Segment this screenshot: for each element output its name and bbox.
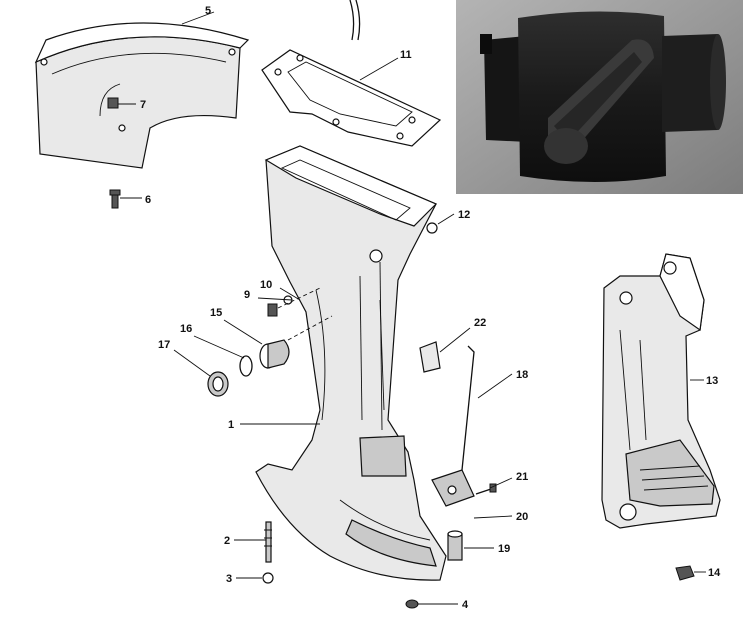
part-7-nut xyxy=(107,97,119,109)
callout-14: 14 xyxy=(708,567,721,579)
part-11-gasket xyxy=(261,49,442,147)
callout-7: 7 xyxy=(140,99,146,111)
callout-12: 12 xyxy=(458,209,470,221)
part-18-shift-rod xyxy=(461,345,475,471)
part-14-block xyxy=(675,565,695,581)
callout-5: 5 xyxy=(205,5,211,17)
part-3-nut xyxy=(262,572,274,584)
callout-2: 2 xyxy=(224,535,230,547)
part-19-coupler xyxy=(447,530,463,561)
leader-lines xyxy=(118,11,706,605)
part-13-alt-housing xyxy=(601,253,721,529)
callout-16: 16 xyxy=(180,323,192,335)
callout-1: 1 xyxy=(228,419,234,431)
part-16-snap-ring xyxy=(239,355,253,377)
callout-11: 11 xyxy=(400,49,412,61)
bushing-photo-drawing xyxy=(456,0,743,194)
callout-22: 22 xyxy=(474,317,486,329)
part-6-screw xyxy=(109,189,121,209)
callout-15: 15 xyxy=(210,307,222,319)
bushing-photo xyxy=(456,0,743,194)
callout-3: 3 xyxy=(226,573,232,585)
callout-10: 10 xyxy=(260,279,272,291)
part-20-bracket xyxy=(431,469,475,507)
part-4-nut xyxy=(405,599,419,609)
callout-9: 9 xyxy=(244,289,250,301)
callout-6: 6 xyxy=(145,194,151,206)
part-17-seal xyxy=(207,371,229,397)
callout-4: 4 xyxy=(462,599,469,611)
part-1-driveshaft-housing xyxy=(255,145,447,581)
part-5-lower-cowl xyxy=(34,22,250,169)
callout-20: 20 xyxy=(516,511,528,523)
callout-13: 13 xyxy=(706,375,718,387)
callout-labels: 5 7 6 11 12 10 9 15 16 17 1 22 18 21 20 … xyxy=(140,5,721,611)
part-21-screw xyxy=(475,483,497,495)
callout-21: 21 xyxy=(516,471,528,483)
part-22-clip xyxy=(419,341,441,373)
callout-17: 17 xyxy=(158,339,170,351)
callout-18: 18 xyxy=(516,369,528,381)
part-12-nut xyxy=(426,222,438,234)
callout-19: 19 xyxy=(498,543,510,555)
part-2-stud xyxy=(264,521,272,563)
part-15-bushing xyxy=(259,315,333,369)
shift-rod-top xyxy=(349,0,361,41)
